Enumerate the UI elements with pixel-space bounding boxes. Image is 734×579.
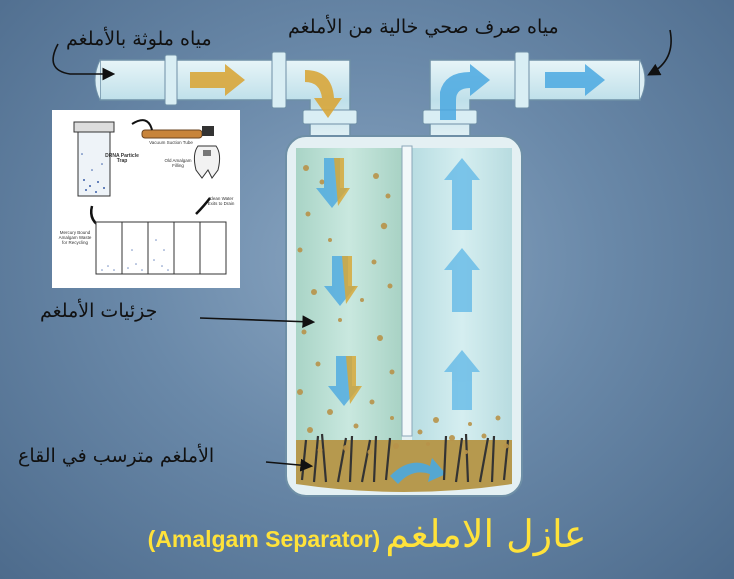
inlet-pipe (94, 51, 358, 141)
sediment-layer (300, 433, 510, 483)
inlet-label: مياه ملوثة بالأملغم (66, 28, 212, 50)
inset-trap-label: DRNA Particle Trap (105, 153, 139, 164)
inlet-flow-arrow (190, 64, 245, 96)
upward-flow-arrows (444, 158, 480, 410)
inset-tube-label: Vacuum Suction Tube (149, 140, 193, 145)
outlet-pipe (422, 51, 646, 141)
inset-drawing (73, 119, 227, 275)
diagram-title: (Amalgam Separator) عازل الاملغم (0, 512, 734, 556)
title-english: (Amalgam Separator) (147, 526, 381, 552)
downward-flow-arrows (316, 158, 362, 406)
outlet-flow-arrow (545, 64, 605, 96)
outlet-label: مياه صرف صحي خالية من الأملغم (288, 16, 559, 38)
settled-label: الأملغم مترسب في القاع (18, 445, 215, 467)
pointer-lines (52, 29, 672, 472)
particles-label: جزئيات الأملغم (40, 300, 158, 322)
inset-filling-label: Old Amalgam Filling (164, 158, 192, 168)
title-arabic: عازل الاملغم (385, 512, 587, 556)
inset-clean-label: Clean Water Exits to Drain (207, 196, 235, 206)
amalgam-particles (297, 165, 509, 455)
inset-waste-label: Mercury Bound Amalgam Waste for Recyclin… (58, 230, 92, 245)
inset-schematic: DRNA Particle Trap Vacuum Suction Tube O… (52, 110, 240, 288)
